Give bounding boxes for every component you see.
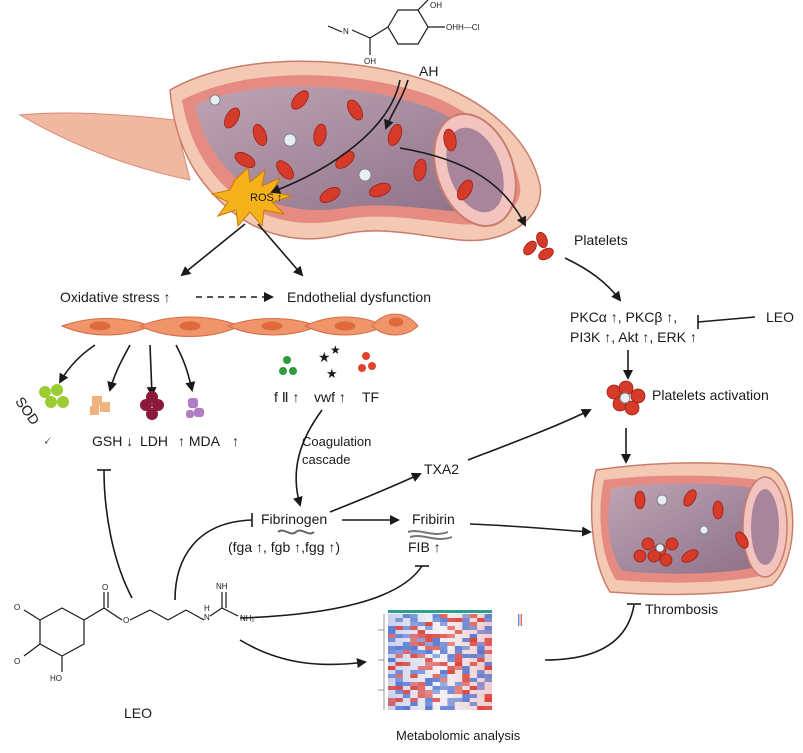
- metabolomic-heatmap: [378, 610, 522, 710]
- ah-to-vessel-arrow: [384, 79, 409, 130]
- vwf-icon: ★ ★ ★: [318, 343, 341, 381]
- fibrinogen-icon: [277, 529, 315, 535]
- fibrin-label: Fribirin: [412, 511, 455, 527]
- ah-to-ros-arrow: [270, 79, 401, 194]
- leo-bottom-label: LEO: [124, 705, 152, 721]
- fii-icon: [279, 356, 297, 375]
- ah-oh1: OH: [430, 1, 442, 10]
- platelets-activation-label: Platelets activation: [652, 387, 769, 403]
- ros-label: ROS ↑: [250, 192, 282, 204]
- gsh-icon: [90, 396, 110, 415]
- leo-inhibits-pkc: [697, 316, 756, 323]
- pkc-line1: PKCα ↑, PKCβ ↑,: [570, 309, 677, 325]
- svg-text:★: ★: [326, 366, 338, 381]
- ros-burst: ROS ↑: [210, 166, 293, 228]
- leo-imine: NH: [216, 582, 228, 591]
- vwf-to-fibrinogen-arrow: [292, 409, 323, 507]
- fibrinogen-genes-label: (fga ↑, fgb ↑,fgg ↑): [228, 539, 340, 555]
- svg-text:★: ★: [318, 349, 331, 365]
- fibrinogen-to-txa2-arrow: [329, 472, 422, 513]
- vwf-label: vwf ↑: [314, 389, 346, 405]
- to-ldh-arrow: [146, 344, 157, 397]
- leo-o-mid: O: [123, 616, 129, 625]
- fib-label: FIB ↑: [408, 539, 441, 555]
- oxidative-stress-label: Oxidative stress ↑: [60, 289, 170, 305]
- leo-o-top: O: [102, 583, 108, 592]
- txa2-to-activation-arrow: [467, 409, 592, 461]
- fibrin-icon: [407, 530, 453, 540]
- ah-oh2: OH: [446, 23, 458, 32]
- metabolomic-label: Metabolomic analysis: [396, 728, 521, 743]
- fibrinogen-label: Fibrinogen: [261, 511, 327, 527]
- ldh-icon: [140, 391, 164, 420]
- sod-label: SOD: [12, 394, 43, 428]
- ah-structure: [327, 0, 445, 55]
- ah-label: AH: [419, 63, 438, 79]
- to-mda-arrow: [175, 344, 196, 392]
- gsh-label: GSH ↓: [92, 433, 133, 449]
- ros-to-endothelial-arrow: [257, 223, 304, 277]
- thrombus-vessel-illustration: [590, 462, 794, 596]
- pkc-line2: PI3K ↑, Akt ↑, ERK ↑: [570, 329, 697, 345]
- mda-arrow-label: ↑: [232, 433, 239, 449]
- leo-inhibits-oxidative: [103, 469, 133, 599]
- cascade-label: cascade: [302, 452, 350, 467]
- endothelial-cell-layer: [60, 313, 419, 337]
- sod-icon: [39, 384, 69, 408]
- to-sod-arrow: [59, 344, 96, 384]
- ah-hcl: H—Cl: [458, 23, 480, 32]
- platelets-icon: [523, 231, 554, 261]
- vessel-lumen: [195, 86, 503, 212]
- mda-icon: [186, 398, 204, 418]
- ah-nh: N: [343, 27, 349, 36]
- ldh-label: LDH: [140, 433, 168, 449]
- fibrin-to-thrombus-arrow: [469, 523, 592, 537]
- sod-arrow-label: ↓: [41, 432, 56, 448]
- leo-inhibits-fib: [239, 565, 423, 619]
- tf-icon: [358, 352, 376, 372]
- leo-ho: HO: [50, 674, 62, 683]
- leo-nh-h: H: [204, 604, 210, 613]
- txa2-label: TXA2: [424, 461, 459, 477]
- thrombosis-label: Thrombosis: [645, 601, 718, 617]
- leo-o-left2: O: [14, 657, 20, 666]
- leo-nh2: NH₂: [240, 614, 255, 623]
- tf-label: TF: [362, 389, 379, 405]
- ah-oh3: OH: [364, 57, 376, 66]
- leo-right-label: LEO: [766, 309, 794, 325]
- mda-label: ↑ MDA: [178, 433, 221, 449]
- white-cells: [209, 94, 372, 182]
- leo-o-left1: O: [14, 603, 20, 612]
- vessel-tail: [18, 112, 191, 181]
- svg-text:★: ★: [330, 343, 341, 357]
- leo-to-metabolomic-arrow: [239, 639, 367, 669]
- coagulation-label: Coagulation: [302, 434, 371, 449]
- platelets-to-pkc-arrow: [564, 257, 622, 302]
- fii-label: f Ⅱ ↑: [274, 389, 300, 405]
- to-gsh-arrow: [107, 344, 131, 392]
- red-blood-cells: [224, 90, 473, 203]
- platelets-label: Platelets: [574, 232, 628, 248]
- activated-platelets-icon: [606, 380, 646, 416]
- ros-to-oxidative-arrow: [180, 223, 246, 277]
- leo-structure: [23, 592, 239, 672]
- leo-n: N: [204, 613, 210, 622]
- vessel-to-platelets-arrow: [399, 147, 526, 227]
- leo-inhibits-fibrinogen: [174, 519, 253, 601]
- endothelial-dysfunction-label: Endothelial dysfunction: [287, 289, 431, 305]
- metabolomic-inhibits-thrombosis: [544, 604, 635, 661]
